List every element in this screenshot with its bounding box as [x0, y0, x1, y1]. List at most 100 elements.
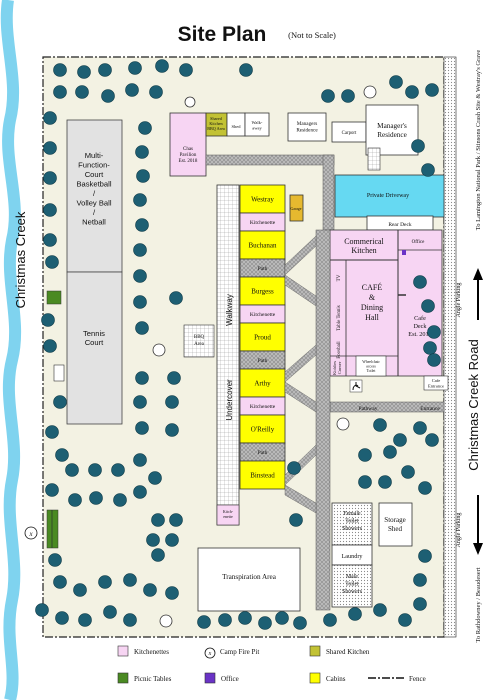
residence-steps [367, 147, 381, 171]
connector-paths [284, 235, 317, 514]
foosball-label: Foosball [337, 341, 342, 359]
legend-kitchenettes: Kitchenettes [134, 648, 169, 656]
private-driveway-label: Private Driveway [367, 193, 409, 199]
tree-icon [53, 63, 67, 77]
label-line: Residence [296, 128, 318, 134]
label-line: Walk- [252, 120, 263, 125]
garage-label: Garage [291, 207, 302, 211]
transpiration-area [197, 547, 301, 612]
label-line: Tennis [83, 329, 105, 338]
tree-icon [73, 583, 87, 597]
tv-label: TV [337, 274, 342, 281]
tree-icon [165, 533, 179, 547]
tree-icon [133, 453, 147, 467]
tree-icon [155, 59, 169, 73]
cabin-row-cabin [239, 276, 286, 306]
tree-icon [148, 471, 162, 485]
tree-icon [78, 613, 92, 627]
label-line: Chas [183, 147, 193, 152]
tree-icon [111, 463, 125, 477]
tree-icon [289, 513, 303, 527]
tree-icon [133, 295, 147, 309]
kiddies-corner-label: KiddiesCorner [332, 361, 342, 375]
legend-cabins: Cabins [326, 675, 346, 683]
cabin-column: WestrayKitchenetteBuchananPathBurgessKit… [239, 184, 286, 490]
tree-icon [378, 475, 392, 489]
tree-icon [123, 573, 137, 587]
bbq-area [183, 324, 215, 358]
pavilion-pathway [205, 154, 335, 166]
tree-icon [398, 613, 412, 627]
cafe-side-walkway [315, 229, 331, 611]
tree-icon [135, 421, 149, 435]
tree-icon [238, 611, 252, 625]
tree-icon [75, 85, 89, 99]
tree-icon [128, 61, 142, 75]
tree-icon [143, 583, 157, 597]
cafe-entrance [423, 375, 449, 391]
laundry-label: Laundry [342, 553, 364, 560]
tree-icon [98, 63, 112, 77]
tree-icon [383, 445, 397, 459]
cabin-label: Arthy [254, 380, 271, 388]
tree-icon [135, 145, 149, 159]
tree-icon [53, 395, 67, 409]
label-line: Deck [413, 323, 427, 330]
tree-icon [169, 291, 183, 305]
label-line: Showers [342, 526, 363, 532]
walkway-label: Walkway [225, 294, 234, 326]
undercover-walkway [216, 184, 240, 526]
label-line: Hall [365, 313, 380, 322]
walk-away-label: Walk-away [252, 120, 263, 131]
arrow-down-icon [473, 495, 483, 555]
tree-icon [138, 121, 152, 135]
tree-icon [401, 465, 415, 479]
label-line: Netball [82, 218, 106, 227]
trees [35, 59, 441, 630]
tree-icon [418, 481, 432, 495]
tree-icon [373, 603, 387, 617]
label-line: Kitch- [223, 509, 234, 514]
shed-label: Shed [232, 124, 242, 129]
label-line: Commerical [344, 237, 384, 246]
cabin-label: Path [258, 358, 268, 364]
legend-picnic-tables: Picnic Tables [134, 675, 172, 683]
label-line: Cafe [432, 378, 441, 383]
camp-fire-symbol: x [28, 530, 33, 538]
cabin-label: Burgess [251, 288, 274, 296]
label-line: Pavilion [180, 153, 197, 158]
tree-icon [135, 321, 149, 335]
wheelchair-icon [349, 379, 363, 393]
label-line: Toilet [367, 369, 377, 373]
tree-icon [53, 85, 67, 99]
tree-icon [165, 586, 179, 600]
multi-function-court [66, 119, 123, 273]
tree-icon [321, 89, 335, 103]
angle-parking-bottom: Angle Parking [456, 513, 462, 548]
tree-icon [405, 85, 419, 99]
kitchenette-small-label: Kitch-enette [223, 509, 234, 519]
label-line: Wheelchair [362, 360, 380, 364]
tree-icon [149, 85, 163, 99]
cabin-label: Proud [254, 334, 271, 342]
chas-pavilion [169, 112, 207, 177]
label-line: Est. 2018 [179, 159, 198, 164]
transpiration-area-label: Transpiration Area [222, 573, 277, 581]
label-line: enette [223, 514, 233, 519]
tree-icon [55, 611, 69, 625]
tree-icon [425, 433, 439, 447]
cabin-label: Kitchenette [250, 312, 276, 318]
tree-icon [45, 483, 59, 497]
road-direction-top: To Lamington National Park / Stinsons Cr… [475, 50, 482, 231]
tree-icon [425, 83, 439, 97]
tree-icon [348, 607, 362, 621]
label-line: & [369, 293, 376, 302]
label-line: Dining [361, 303, 383, 312]
